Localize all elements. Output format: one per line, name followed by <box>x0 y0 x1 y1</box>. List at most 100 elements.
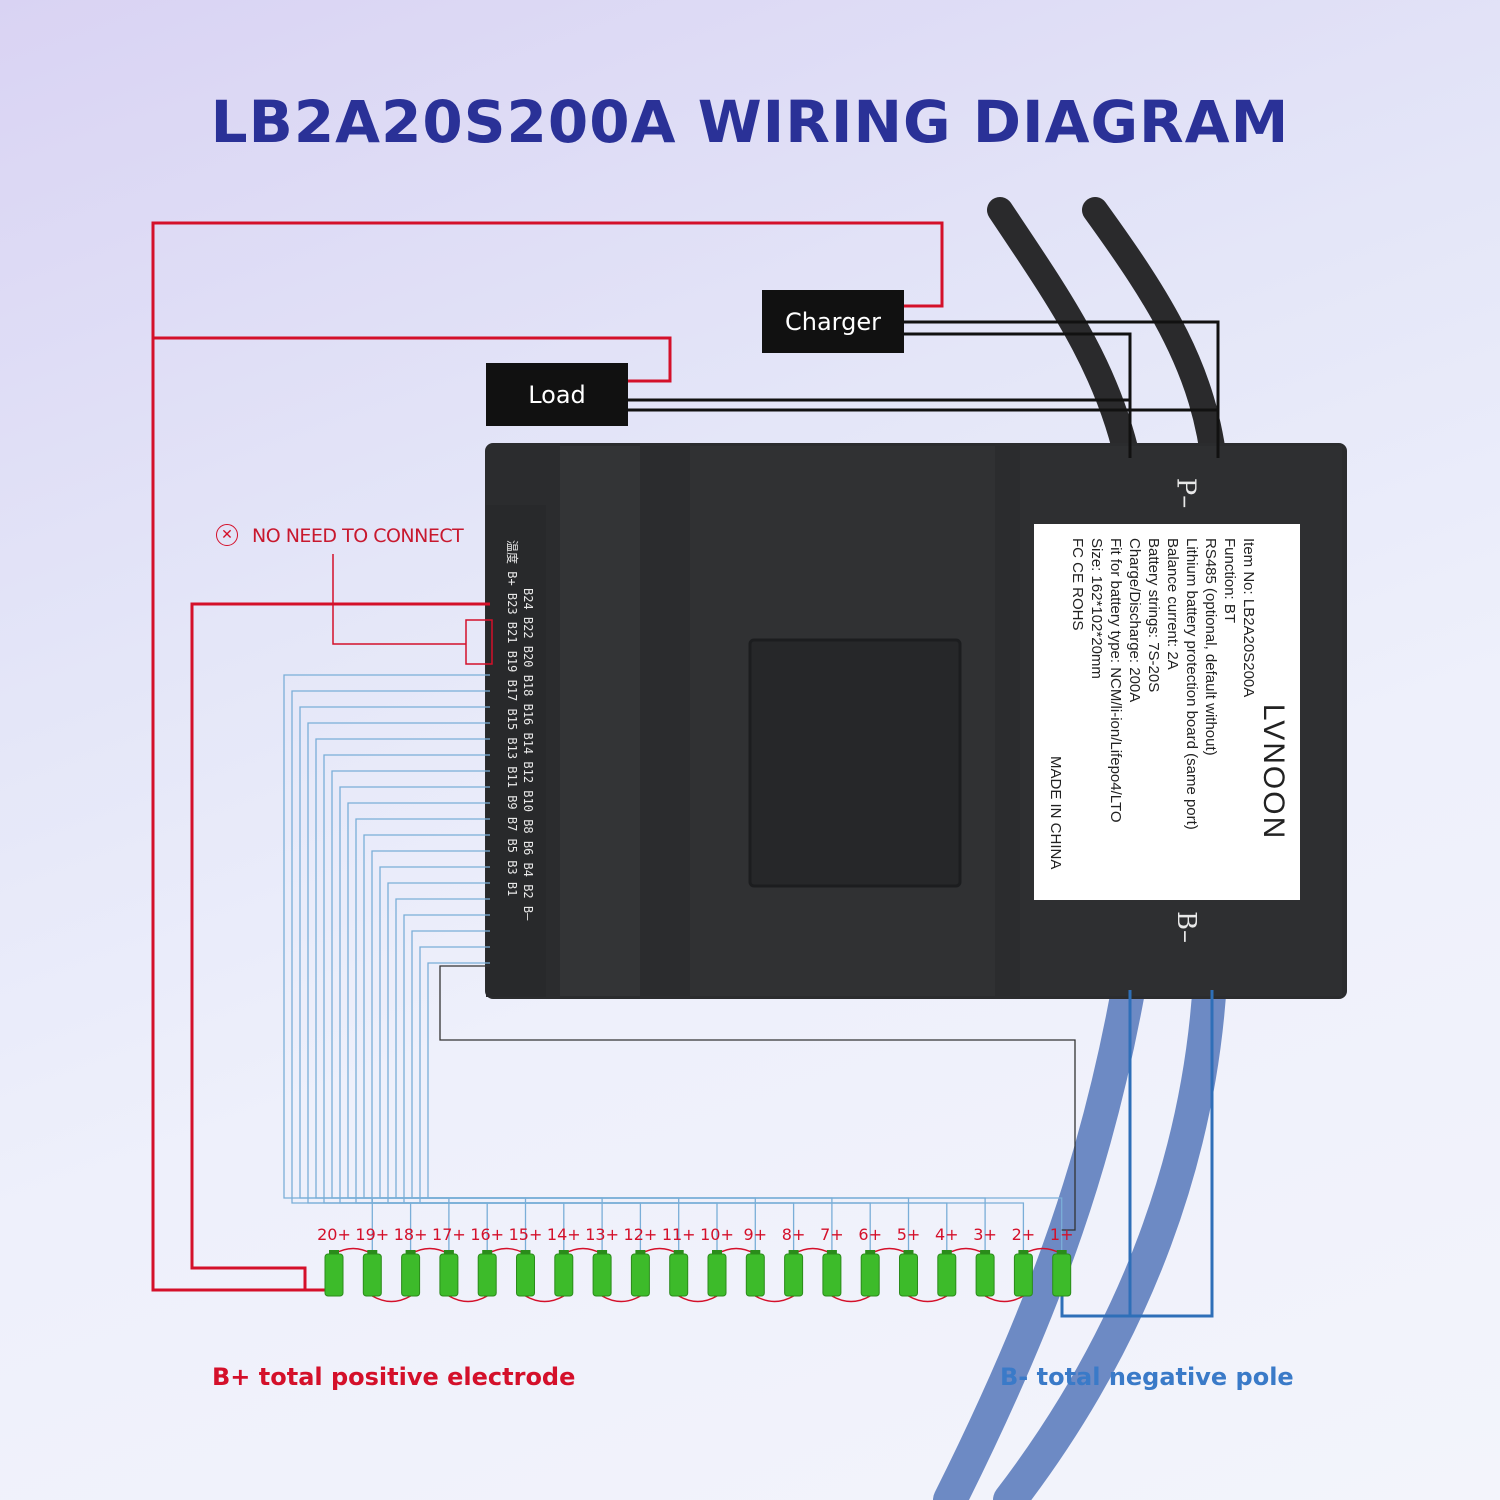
cell-label: 19+ <box>355 1225 389 1244</box>
battery-cell-terminal <box>712 1250 722 1254</box>
p-minus-label: P– <box>1170 477 1201 509</box>
battery-cell <box>1013 1253 1033 1297</box>
battery-cell-terminal <box>482 1250 493 1254</box>
spec-line: Charge/Discharge: 200A <box>1126 538 1143 703</box>
battery-cell <box>745 1253 765 1297</box>
battery-cell-terminal <box>750 1250 761 1254</box>
battery-cell <box>822 1253 842 1297</box>
balance-wire <box>427 962 1063 1250</box>
battery-cell <box>784 1253 804 1297</box>
bminus-balance-wire <box>439 965 1076 1231</box>
battery-cell <box>630 1253 650 1297</box>
battery-cell-terminal <box>329 1250 339 1254</box>
spec-line: Balance current: 2A <box>1164 538 1181 670</box>
positive-wires <box>151 221 944 1292</box>
battery-cell <box>477 1253 497 1297</box>
brand-name: LVNOON <box>1257 703 1290 841</box>
charger-wire-1 <box>903 320 1220 458</box>
battery-cell-terminal <box>865 1250 876 1254</box>
battery-cell-terminal <box>673 1250 684 1254</box>
output-cable-p <box>987 197 1143 483</box>
balance-wire <box>283 674 490 1250</box>
negative-wires <box>1060 990 1214 1318</box>
balance-wire <box>323 754 565 1250</box>
cell-label: 12+ <box>624 1225 658 1244</box>
no-connect-icon: ✕ <box>216 524 238 546</box>
battery-cell <box>860 1253 880 1297</box>
cell-label: 1+ <box>1050 1225 1074 1244</box>
battery-cell-terminal <box>980 1250 991 1254</box>
page-title: LB2A20S200A WIRING DIAGRAM <box>210 88 1290 156</box>
cell-label: 3+ <box>973 1225 997 1244</box>
battery-cables <box>933 963 1227 1500</box>
balance-wire <box>291 690 490 1250</box>
balance-wire <box>347 802 680 1250</box>
battery-cell <box>975 1253 995 1297</box>
balance-wire <box>339 786 642 1250</box>
board-center-pad <box>748 638 962 888</box>
spec-line: Function: BT <box>1221 538 1238 624</box>
cell-label: 4+ <box>935 1225 959 1244</box>
charger-wire-2 <box>903 332 1132 458</box>
battery-cell <box>401 1253 421 1297</box>
balance-wire <box>379 866 833 1250</box>
cell-label: 11+ <box>662 1225 696 1244</box>
charger-positive-wire <box>151 221 944 1292</box>
battery-cell-terminal <box>826 1250 837 1254</box>
spec-line: Battery strings: 7S-20S <box>1145 538 1162 693</box>
board-pins: 温度 B+ B23 B21 B19 B17 B15 B13 B11 B9 B7 … <box>505 540 535 921</box>
made-in-label: MADE IN CHINA <box>1047 756 1064 870</box>
battery-cell-terminal <box>443 1250 454 1254</box>
battery-cell-terminal <box>788 1250 799 1254</box>
balance-wires <box>283 674 1076 1250</box>
battery-cell <box>899 1253 918 1297</box>
bplus-balance-wire <box>190 602 490 1292</box>
cell-label: 5+ <box>897 1225 921 1244</box>
balance-wire <box>419 946 1025 1250</box>
output-wires <box>628 320 1220 458</box>
battery-cell <box>669 1253 689 1297</box>
battery-cell <box>439 1253 459 1297</box>
battery-cell <box>937 1253 957 1297</box>
spec-line: RS485 (optional, default without) <box>1202 538 1219 756</box>
balance-wire <box>403 914 948 1250</box>
output-cables <box>987 197 1228 483</box>
battery-cell <box>592 1253 612 1297</box>
balance-wire <box>395 898 910 1250</box>
cell-label: 9+ <box>744 1225 768 1244</box>
battery-cell-terminal <box>520 1250 531 1254</box>
balance-wire <box>307 722 490 1250</box>
battery-cell <box>707 1253 727 1297</box>
cell-label: 8+ <box>782 1225 806 1244</box>
negative-pole-label: B- total negative pole <box>1000 1363 1294 1391</box>
balance-wire <box>355 818 718 1250</box>
cell-label: 16+ <box>470 1225 504 1244</box>
balance-wire <box>363 834 756 1250</box>
balance-wire <box>299 706 490 1250</box>
battery-cell-terminal <box>405 1250 416 1254</box>
balance-wire <box>371 850 795 1250</box>
cell-label: 18+ <box>394 1225 428 1244</box>
cell-label: 15+ <box>509 1225 543 1244</box>
charger-box: Charger <box>762 290 904 353</box>
bminus-wire-1 <box>1060 990 1132 1318</box>
battery-cell <box>324 1253 344 1297</box>
positive-electrode-label: B+ total positive electrode <box>212 1363 576 1391</box>
battery-cell <box>1052 1253 1072 1297</box>
cell-label: 2+ <box>1012 1225 1036 1244</box>
spec-line: Fit for battery type: NCM/li-ion/Lifepo4… <box>1107 538 1124 823</box>
battery-cell-terminal <box>903 1250 914 1254</box>
pin-row-2: B24 B22 B20 B18 B16 B14 B12 B10 B8 B6 B4… <box>521 588 535 921</box>
pin-row-1: 温度 B+ B23 B21 B19 B17 B15 B13 B11 B9 B7 … <box>505 540 520 896</box>
battery-cable-2 <box>993 963 1227 1500</box>
balance-wire <box>331 770 603 1250</box>
battery-cell-terminal <box>941 1250 952 1254</box>
no-connect-marker <box>332 554 493 665</box>
battery-cell-terminal <box>1056 1250 1067 1254</box>
battery-cell-terminal <box>367 1250 378 1254</box>
b-minus-label: B– <box>1171 910 1202 944</box>
battery-cell-terminal <box>1018 1250 1029 1254</box>
load-positive-wire <box>153 336 672 383</box>
